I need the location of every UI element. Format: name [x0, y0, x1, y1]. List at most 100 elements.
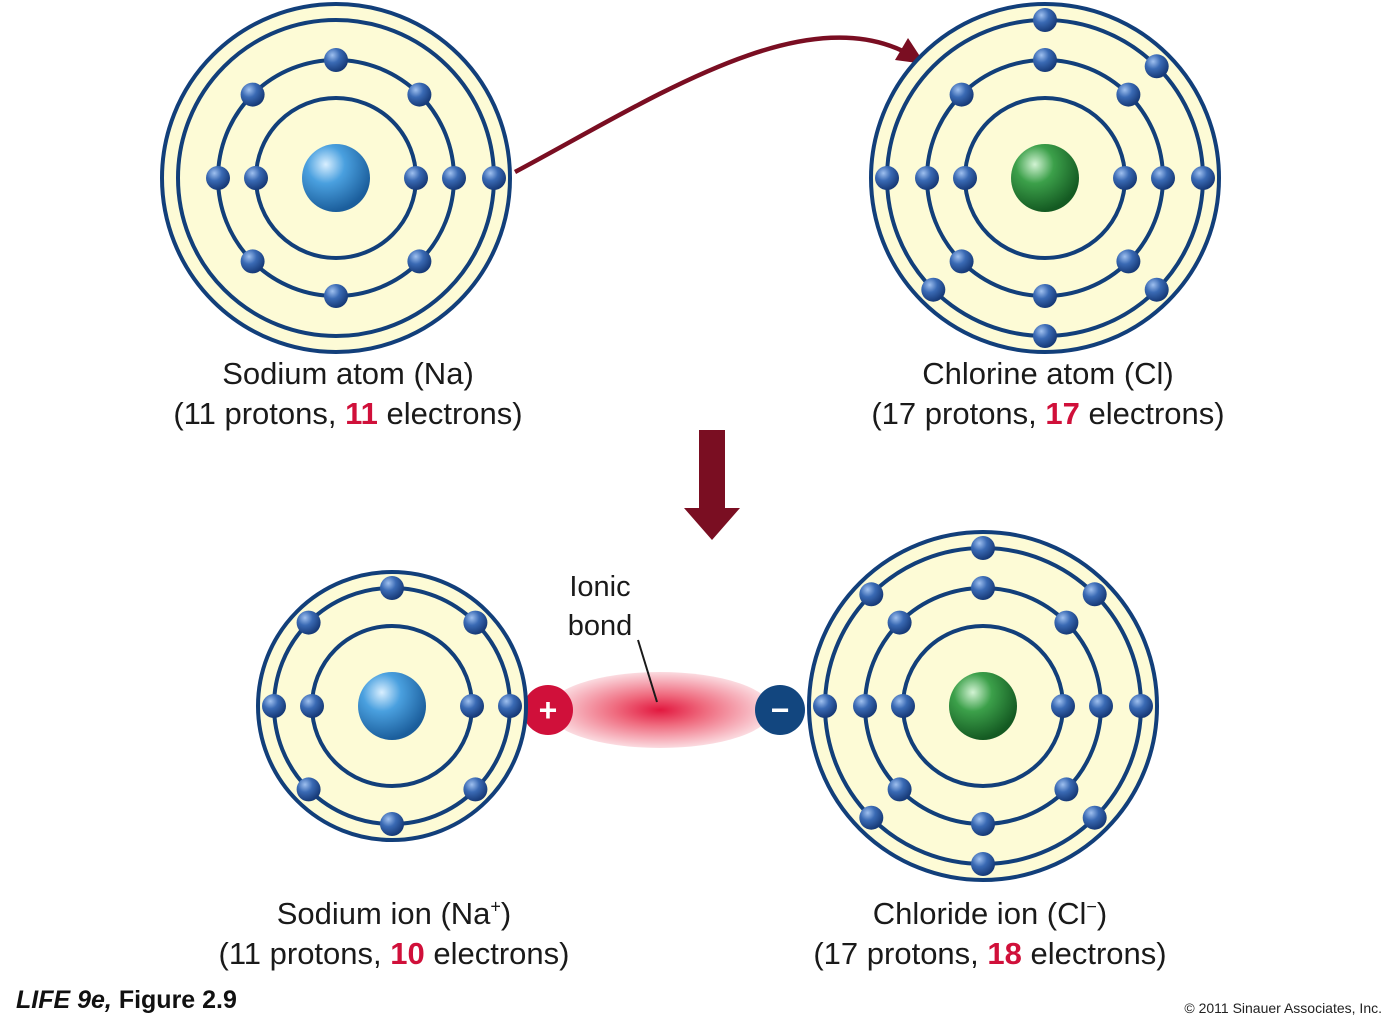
chloride-ion-counts: (17 protons, 18 electrons)	[740, 934, 1240, 974]
sodium-atom-electron-count: 11	[345, 396, 378, 431]
electron	[407, 82, 432, 107]
figure-label: LIFE 9e, Figure 2.9	[16, 986, 237, 1015]
electron	[407, 249, 432, 274]
electron	[891, 694, 915, 718]
reaction-arrow-head	[684, 508, 740, 540]
electron	[244, 166, 268, 190]
electron	[324, 284, 348, 308]
electron	[206, 166, 230, 190]
negative-charge-badge	[755, 685, 805, 735]
electron	[460, 694, 484, 718]
electron	[949, 249, 974, 274]
electron	[1054, 777, 1079, 802]
chloride-ion	[807, 530, 1159, 882]
chloride-ion-charge: −	[1086, 896, 1097, 917]
sodium-atom-counts: (11 protons, 11 electrons)	[98, 394, 598, 434]
electron	[404, 166, 428, 190]
chlorine-atom-caption: Chlorine atom (Cl) (17 protons, 17 elect…	[798, 354, 1298, 434]
sodium-ion	[256, 570, 528, 842]
electron	[1051, 694, 1075, 718]
electron	[296, 610, 321, 635]
electron	[1082, 582, 1107, 607]
electron	[1113, 166, 1137, 190]
electron	[875, 166, 899, 190]
electron	[971, 536, 995, 560]
electron	[1033, 48, 1057, 72]
sodium-atom-caption: Sodium atom (Na) (11 protons, 11 electro…	[98, 354, 598, 434]
copyright-notice: © 2011 Sinauer Associates, Inc.	[1184, 1000, 1382, 1016]
negative-charge-sign: −	[771, 692, 790, 728]
nucleus	[358, 672, 426, 740]
chloride-ion-caption: Chloride ion (Cl−) (17 protons, 18 elect…	[740, 894, 1240, 974]
electron	[1033, 8, 1057, 32]
sodium-ion-electron-count: 10	[390, 936, 425, 971]
sodium-ion-name-text: Sodium ion (Na	[276, 896, 491, 931]
chloride-ion-name-text: Chloride ion (Cl	[872, 896, 1087, 931]
electron	[887, 610, 912, 635]
electron	[324, 48, 348, 72]
chloride-ion-name-close: )	[1096, 896, 1108, 931]
nucleus	[949, 672, 1017, 740]
electron	[380, 576, 404, 600]
sodium-atom	[160, 2, 512, 354]
electron	[1116, 82, 1141, 107]
chlorine-atom-counts: (17 protons, 17 electrons)	[798, 394, 1298, 434]
sodium-ion-name: Sodium ion (Na+)	[144, 894, 644, 934]
figure-label-number: Figure 2.9	[111, 986, 237, 1014]
electron	[262, 694, 286, 718]
ionic-bond-pointer	[637, 639, 658, 703]
electron	[971, 812, 995, 836]
electron-transfer-arrow	[513, 35, 906, 174]
electron	[921, 277, 946, 302]
sodium-ion-name-close: )	[500, 896, 512, 931]
sodium-ion-electrons-word: electrons)	[424, 936, 570, 971]
chlorine-atom-electrons-word: electrons)	[1079, 396, 1225, 431]
electron	[1033, 284, 1057, 308]
electron	[1033, 324, 1057, 348]
chlorine-atom-name: Chlorine atom (Cl)	[922, 356, 1174, 391]
electron	[240, 82, 265, 107]
electron	[482, 166, 506, 190]
electron	[859, 805, 884, 830]
electron	[240, 249, 265, 274]
chloride-ion-name: Chloride ion (Cl−)	[740, 894, 1240, 934]
electron	[463, 777, 488, 802]
electron	[1082, 805, 1107, 830]
chloride-ion-protons: (17 protons,	[813, 936, 988, 971]
figure-label-book: LIFE 9e,	[16, 986, 112, 1014]
sodium-ion-protons: (11 protons,	[218, 936, 391, 971]
chloride-ion-electron-count: 18	[987, 936, 1022, 971]
electron	[1144, 54, 1169, 79]
chloride-ion-electrons-word: electrons)	[1021, 936, 1167, 971]
electron	[953, 166, 977, 190]
sodium-ion-caption: Sodium ion (Na+) (11 protons, 10 electro…	[144, 894, 644, 974]
chlorine-atom-protons: (17 protons,	[871, 396, 1046, 431]
electron	[813, 694, 837, 718]
electron	[380, 812, 404, 836]
electron	[300, 694, 324, 718]
electron	[1089, 694, 1113, 718]
nucleus	[302, 144, 370, 212]
electron	[498, 694, 522, 718]
electron	[971, 576, 995, 600]
electron	[859, 582, 884, 607]
electron	[296, 777, 321, 802]
ionic-bond-glow	[548, 672, 772, 748]
ionic-bond-label: Ionic bond	[567, 571, 633, 642]
electron	[915, 166, 939, 190]
sodium-ion-charge: +	[490, 896, 501, 917]
chlorine-atom	[869, 2, 1221, 354]
reaction-arrow-shaft	[699, 430, 725, 508]
electron	[1129, 694, 1153, 718]
electron	[1151, 166, 1175, 190]
sodium-atom-name: Sodium atom (Na)	[222, 356, 474, 391]
sodium-atom-protons: (11 protons,	[173, 396, 346, 431]
electron	[1191, 166, 1215, 190]
nucleus	[1011, 144, 1079, 212]
electron	[971, 852, 995, 876]
electron	[463, 610, 488, 635]
electron	[853, 694, 877, 718]
electron	[887, 777, 912, 802]
sodium-ion-counts: (11 protons, 10 electrons)	[144, 934, 644, 974]
